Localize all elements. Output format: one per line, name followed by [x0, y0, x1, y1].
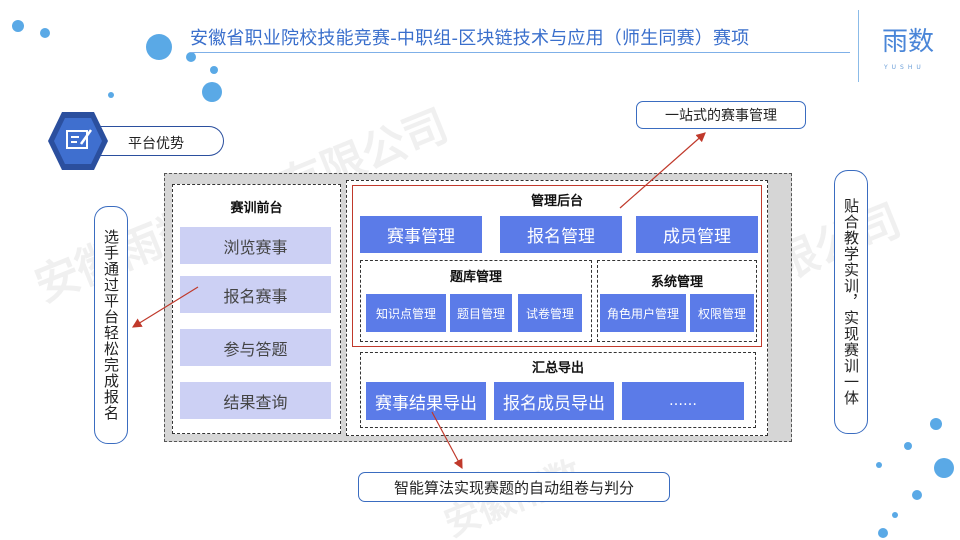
page-title: 安徽省职业院校技能竞赛-中职组-区块链技术与应用（师生同赛）赛项: [190, 28, 750, 49]
event-management-button[interactable]: 赛事管理: [360, 216, 482, 253]
callout-teaching-integration: 贴合教学实训，实现赛训一体: [834, 170, 868, 434]
query-results-button[interactable]: 结果查询: [180, 382, 331, 419]
admin-backend-panel: 管理后台: [352, 185, 762, 347]
decor-dot: [876, 462, 882, 468]
system-management-title: 系统管理: [650, 275, 703, 290]
logo-char: 雨: [882, 27, 908, 57]
title-underline: [190, 52, 850, 53]
decor-dot: [912, 490, 922, 500]
advantage-pill: 平台优势: [96, 126, 224, 156]
decor-dot: [108, 92, 114, 98]
export-event-results-button[interactable]: 赛事结果导出: [366, 382, 486, 420]
decor-dot: [146, 34, 172, 60]
decor-dot: [202, 82, 222, 102]
browse-events-button[interactable]: 浏览赛事: [180, 227, 331, 264]
logo-subtitle: YUSHU: [884, 64, 925, 71]
decor-dot: [930, 418, 942, 430]
registration-management-button[interactable]: 报名管理: [500, 216, 622, 253]
callout-smart-algorithm: 智能算法实现赛题的自动组卷与判分: [358, 472, 670, 502]
header-divider: [858, 10, 859, 82]
front-panel-title: 赛训前台: [230, 201, 283, 216]
exam-paper-management-button[interactable]: 试卷管理: [518, 294, 582, 332]
callout-easy-register: 选手通过平台轻松完成报名: [94, 206, 128, 444]
decor-dot: [892, 512, 898, 518]
decor-dot: [210, 66, 218, 74]
permission-management-button[interactable]: 权限管理: [690, 294, 754, 332]
edit-note-icon: [48, 112, 108, 170]
summary-export-title: 汇总导出: [531, 361, 584, 376]
knowledge-point-management-button[interactable]: 知识点管理: [366, 294, 446, 332]
decor-dot: [904, 442, 912, 450]
yushu-logo: 雨 数: [882, 27, 934, 57]
logo-char: 数: [908, 27, 934, 57]
answer-questions-button[interactable]: 参与答题: [180, 329, 331, 366]
decor-dot: [934, 458, 954, 478]
question-management-button[interactable]: 题目管理: [450, 294, 512, 332]
member-management-button[interactable]: 成员管理: [636, 216, 758, 253]
decor-dot: [878, 528, 888, 538]
admin-backend-title: 管理后台: [530, 194, 583, 209]
register-events-button[interactable]: 报名赛事: [180, 276, 331, 313]
role-user-management-button[interactable]: 角色用户管理: [600, 294, 686, 332]
decor-dot: [186, 52, 196, 62]
decor-dot: [12, 20, 24, 32]
decor-dot: [40, 28, 50, 38]
callout-one-stop: 一站式的赛事管理: [636, 101, 806, 129]
question-bank-title: 题库管理: [449, 270, 502, 285]
advantage-label: 平台优势: [128, 136, 184, 152]
export-registered-members-button[interactable]: 报名成员导出: [494, 382, 614, 420]
more-export-button[interactable]: ……: [622, 382, 744, 420]
